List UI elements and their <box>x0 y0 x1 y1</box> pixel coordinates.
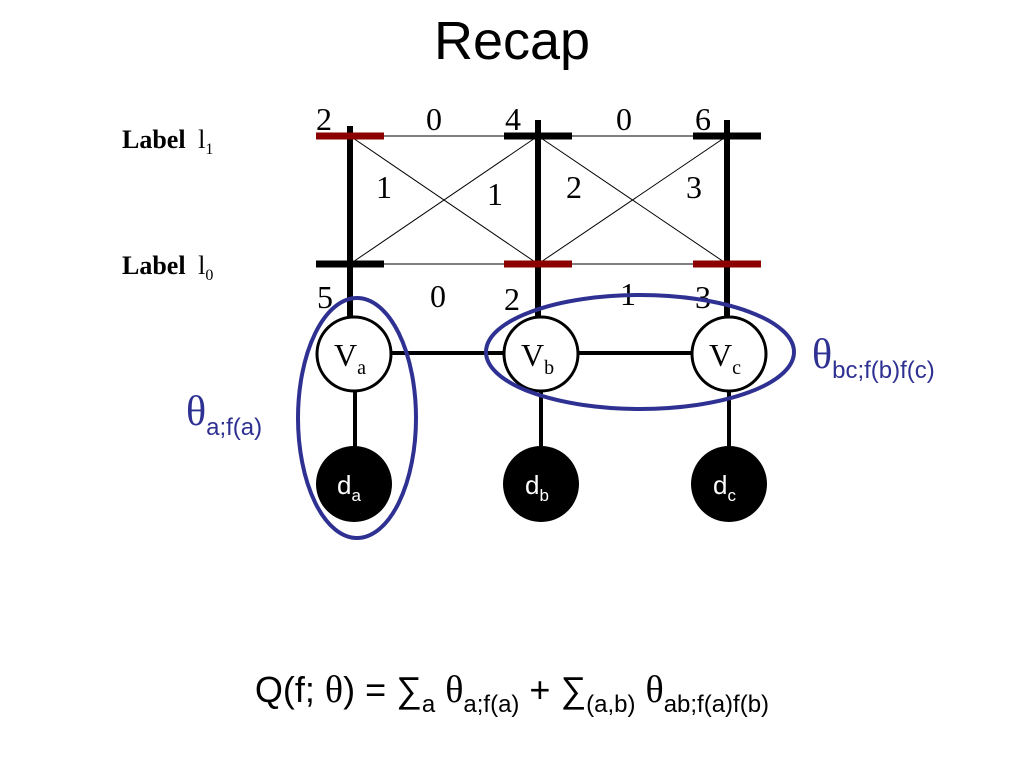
label-l0-row: Label l0 <box>122 251 213 284</box>
data-nodes: da db dc <box>316 446 767 522</box>
label-l1-sub: 1 <box>205 141 213 158</box>
node-va <box>315 315 393 393</box>
formula-theta-2: θ <box>645 669 664 711</box>
unary-bottom-c: 3 <box>695 279 711 315</box>
node-da-label: da <box>337 470 361 505</box>
label-bars <box>316 132 761 268</box>
unary-bottom-b: 2 <box>504 281 520 317</box>
formula-eq: ) = <box>343 669 397 710</box>
node-vc-label: Vc <box>709 337 741 379</box>
pairwise-edge-cross-ab-2 <box>349 135 539 265</box>
potential-ellipses <box>296 293 796 540</box>
node-dc <box>691 446 767 522</box>
variable-nodes: Va Vb Vc <box>315 315 768 393</box>
pairwise-edge-cross-bc-2 <box>537 135 728 265</box>
label-l0-letter: l <box>198 251 205 280</box>
node-da <box>316 446 392 522</box>
pairwise-potential-ellipse <box>484 293 796 411</box>
formula-theta: θ <box>324 669 344 711</box>
unary-values: 2 4 6 5 2 3 <box>316 101 711 317</box>
energy-formula: Q(f; θ) = ∑a θa;f(a) + ∑(a,b) θab;f(a)f(… <box>0 668 1024 717</box>
pairwise-cross-bc-2: 3 <box>686 169 702 205</box>
formula-theta-1: θ <box>445 669 464 711</box>
label-l0-word: Label <box>122 251 186 280</box>
unary-potential-ellipse <box>296 296 418 540</box>
pairwise-top-bc: 0 <box>616 101 632 137</box>
formula-sum-1-sub: a <box>421 691 436 718</box>
formula-lhs: Q(f; <box>254 669 325 710</box>
formula-sum-2: ∑ <box>560 669 587 710</box>
unary-top-a: 2 <box>316 101 332 137</box>
unary-top-c: 6 <box>695 101 711 137</box>
unary-bottom-a: 5 <box>317 279 333 315</box>
node-vb <box>502 315 580 393</box>
pairwise-cross-ab-2: 1 <box>487 176 503 212</box>
theta-unary-label: θa;f(a) <box>186 389 262 441</box>
node-vb-label: Vb <box>521 337 554 379</box>
unary-top-b: 4 <box>505 101 521 137</box>
pairwise-top-ab: 0 <box>426 101 442 137</box>
formula-plus: + <box>519 669 561 710</box>
node-vc <box>690 315 768 393</box>
label-columns <box>347 120 730 335</box>
label-l1-row: Label l1 <box>122 125 213 158</box>
slide-title: Recap <box>433 11 591 71</box>
formula-theta-1-sub: a;f(a) <box>463 691 520 718</box>
pairwise-bottom-ab: 0 <box>430 278 446 314</box>
label-l1-word: Label <box>122 125 186 154</box>
formula-sum-2-sub: (a,b) <box>586 691 636 718</box>
pairwise-cross-bc-1: 2 <box>566 169 582 205</box>
pairwise-cross-ab-1: 1 <box>376 169 392 205</box>
formula-theta-2-sub: ab;f(a)f(b) <box>663 691 770 718</box>
node-va-label: Va <box>334 337 366 379</box>
node-db <box>503 446 579 522</box>
label-l1-letter: l <box>198 125 205 154</box>
pairwise-values: 0 0 1 1 2 3 0 1 <box>376 101 702 314</box>
node-db-label: db <box>525 470 549 505</box>
theta-pair-label: θbc;f(b)f(c) <box>812 332 935 384</box>
node-dc-label: dc <box>713 470 736 505</box>
formula-sum-1: ∑ <box>396 669 422 710</box>
label-l0-sub: 0 <box>205 267 213 284</box>
